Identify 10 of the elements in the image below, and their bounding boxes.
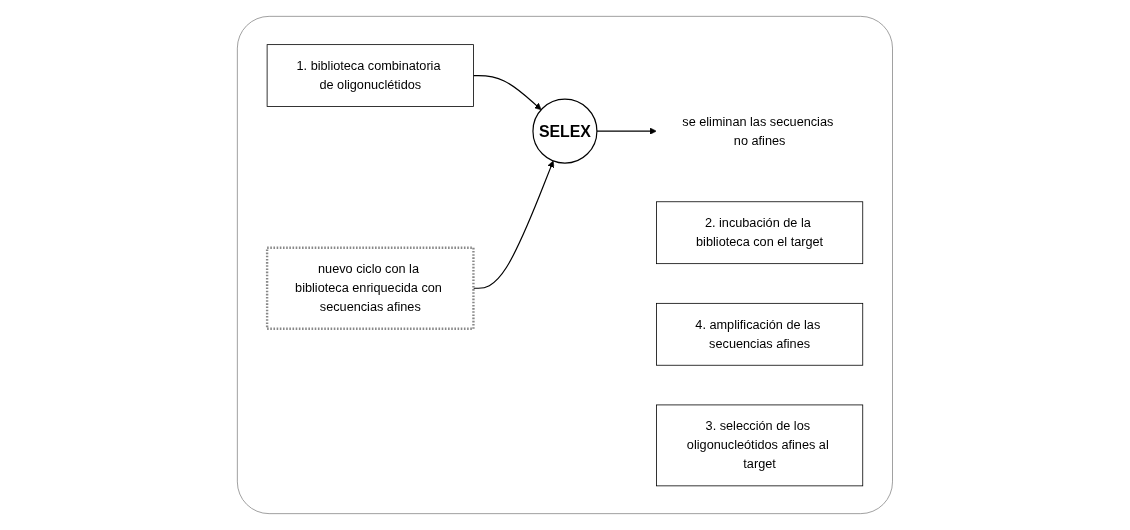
node-circle: SELEX (532, 98, 598, 164)
node-box: nuevo ciclo con la biblioteca enriquecida con secuencias afines (266, 246, 475, 330)
node-text: se eliminan las secuencias no afines (682, 114, 834, 148)
cluster (237, 15, 893, 515)
arrow (596, 127, 657, 135)
node-box: 3. selección de los oligonucleótidos afines al target (656, 404, 864, 487)
arrow (472, 75, 542, 111)
node-box: 2. incubación de la biblioteca con el target (656, 201, 864, 265)
node-box: 4. amplificación de las secuencias afines (656, 302, 864, 366)
node-box: 1. biblioteca combinatoria de oligonuclétidos (266, 44, 474, 107)
